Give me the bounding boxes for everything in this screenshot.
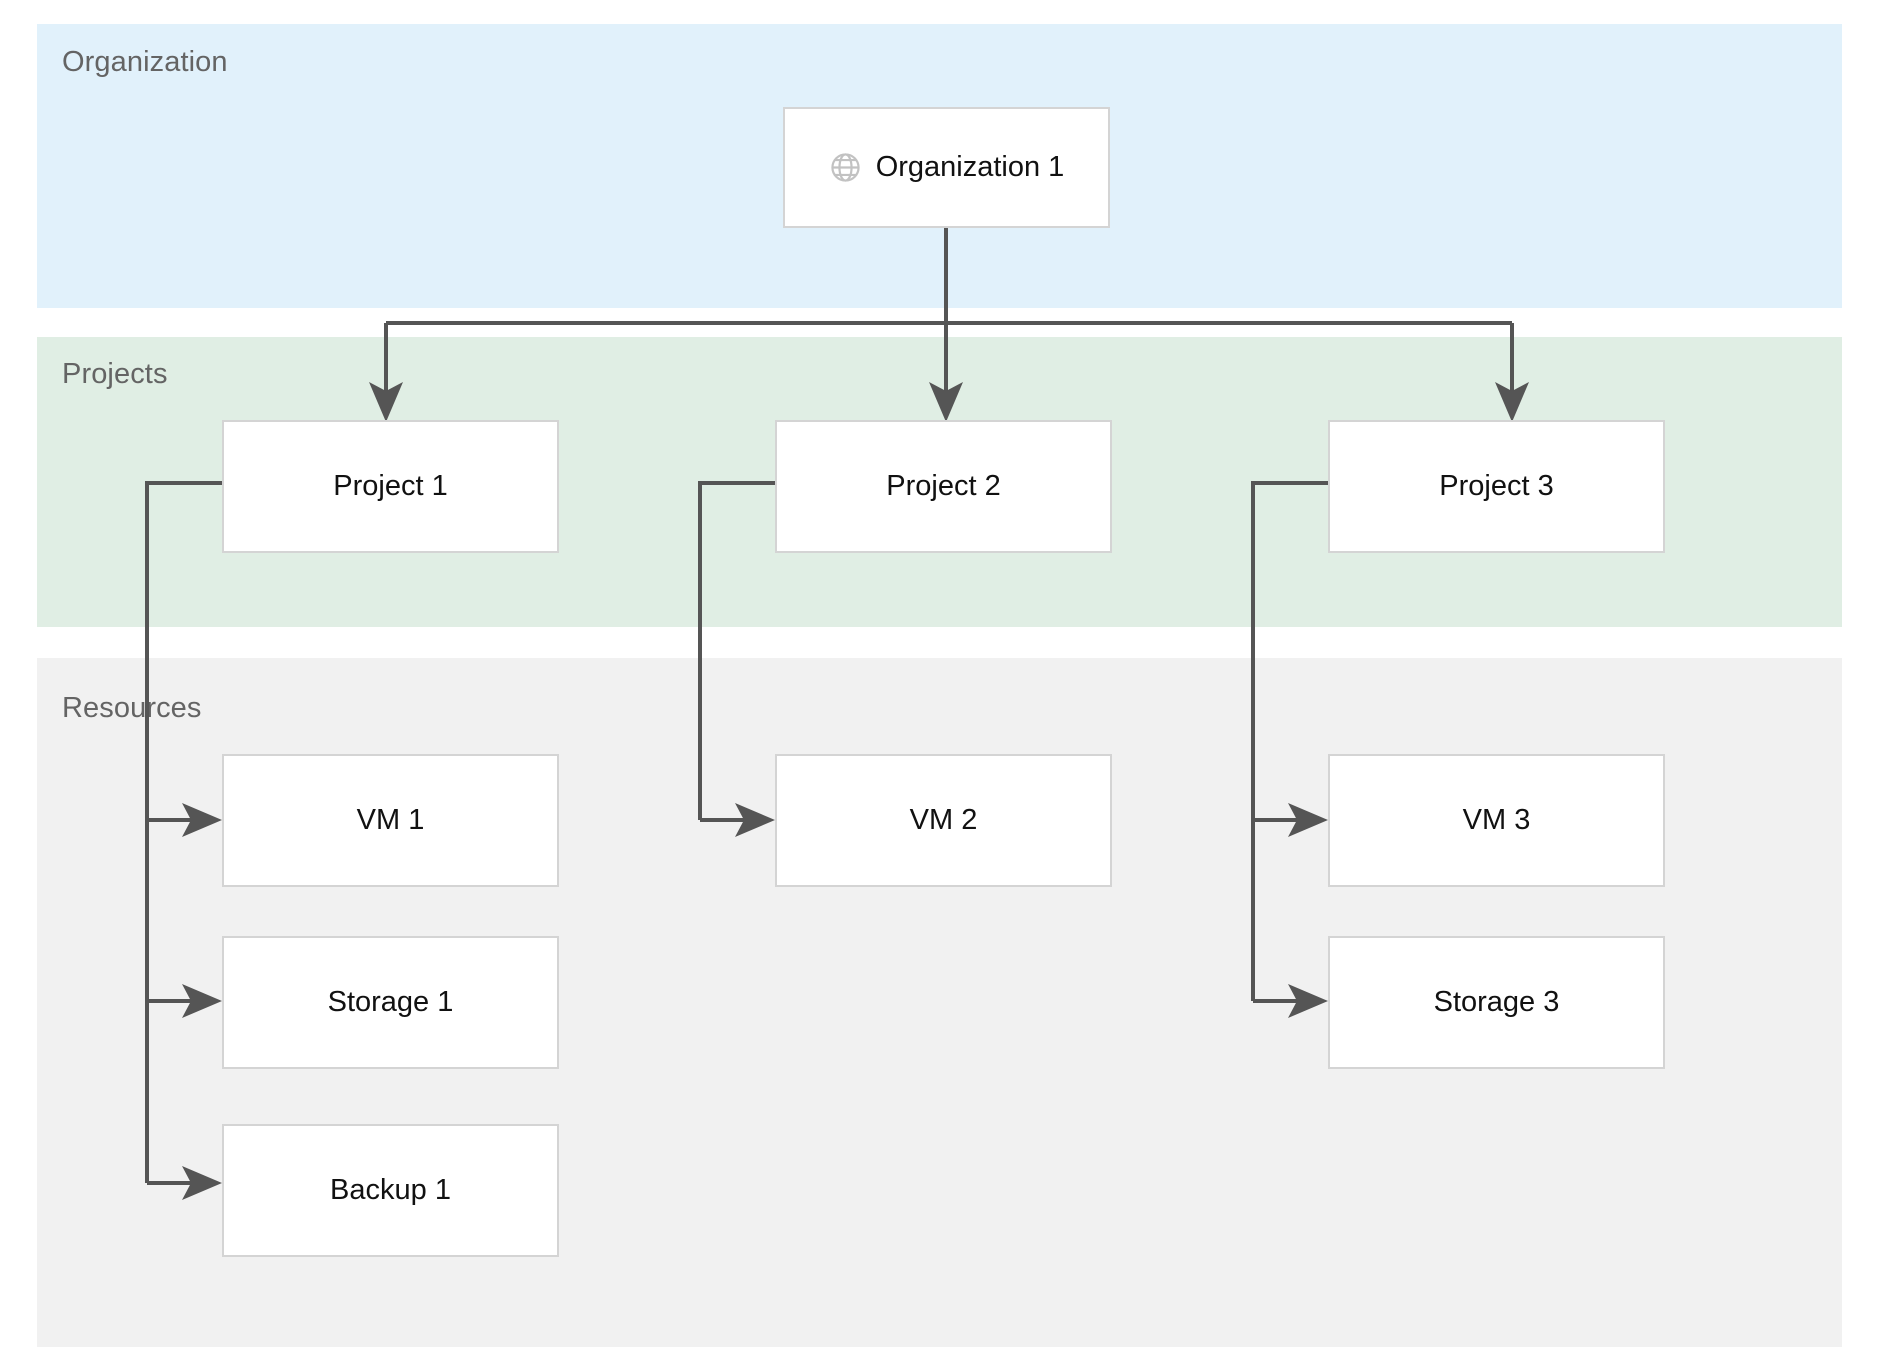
globe-icon (831, 153, 860, 182)
node-label-storage-1: Storage 1 (327, 986, 454, 1018)
node-vm-2[interactable]: VM 2 (775, 754, 1112, 887)
node-label-storage-3: Storage 3 (1433, 986, 1560, 1018)
band-label-organization: Organization (62, 46, 228, 78)
node-project-3[interactable]: Project 3 (1328, 420, 1665, 553)
band-label-projects: Projects (62, 358, 168, 390)
node-label-project-1: Project 1 (333, 470, 448, 502)
node-storage-3[interactable]: Storage 3 (1328, 936, 1665, 1069)
node-project-1[interactable]: Project 1 (222, 420, 559, 553)
node-label-organization-1: Organization 1 (875, 151, 1065, 183)
node-label-vm-1: VM 1 (356, 804, 425, 836)
node-vm-1[interactable]: VM 1 (222, 754, 559, 887)
node-backup-1[interactable]: Backup 1 (222, 1124, 559, 1257)
node-organization-1[interactable]: Organization 1 (783, 107, 1110, 228)
node-storage-1[interactable]: Storage 1 (222, 936, 559, 1069)
node-label-project-2: Project 2 (886, 470, 1001, 502)
band-label-resources: Resources (62, 692, 202, 724)
node-vm-3[interactable]: VM 3 (1328, 754, 1665, 887)
node-project-2[interactable]: Project 2 (775, 420, 1112, 553)
node-label-backup-1: Backup 1 (330, 1174, 451, 1206)
node-label-vm-2: VM 2 (909, 804, 978, 836)
node-label-project-3: Project 3 (1439, 470, 1554, 502)
node-label-vm-3: VM 3 (1462, 804, 1531, 836)
